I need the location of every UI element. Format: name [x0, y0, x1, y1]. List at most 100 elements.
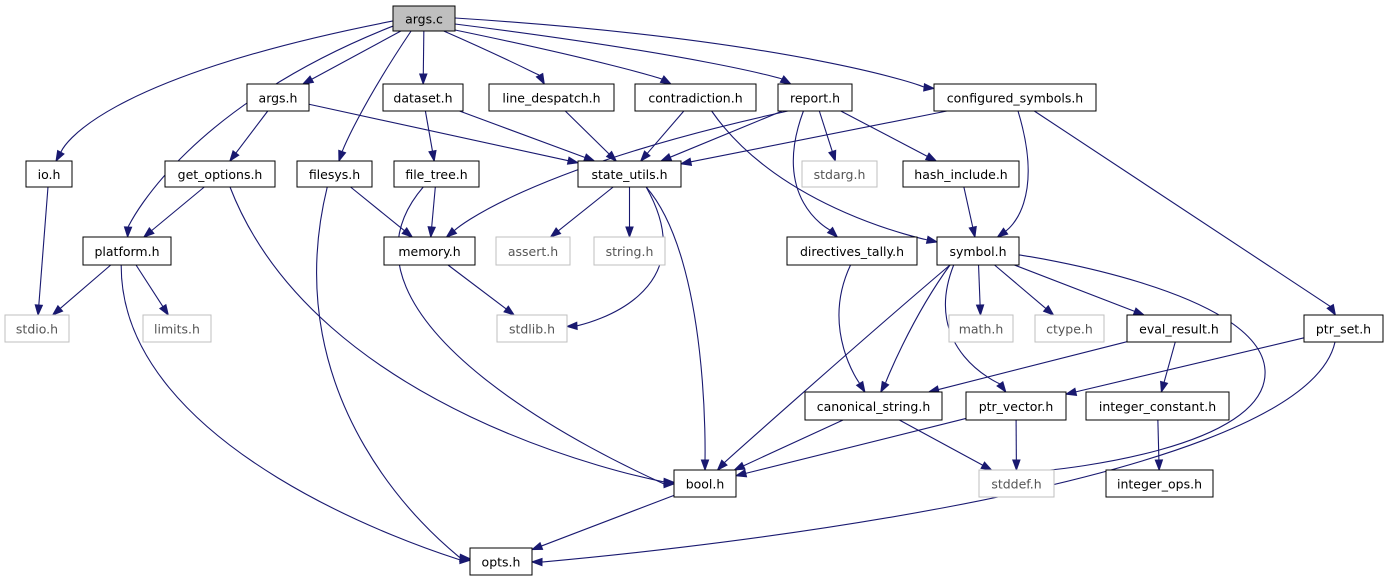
node-integer-constant-h[interactable]: integer_constant.h	[1085, 391, 1230, 421]
node-label: line_despatch.h	[502, 91, 600, 106]
edge-args-c-to-report-h	[454, 23, 793, 85]
edge-line	[723, 264, 951, 464]
node-dataset-h[interactable]: dataset.h	[382, 83, 464, 112]
edge-args-c-to-platform-h	[123, 25, 394, 239]
arrowhead	[716, 459, 728, 472]
edge-line	[341, 30, 412, 153]
node-box	[673, 469, 737, 498]
edge-line	[424, 110, 434, 152]
edge-line	[38, 186, 49, 306]
node-label: eval_result.h	[1139, 322, 1219, 337]
edge-line	[350, 186, 405, 232]
node-math-h: math.h	[948, 314, 1014, 343]
node-integer-ops-h[interactable]: integer_ops.h	[1105, 469, 1214, 498]
edge-line	[743, 419, 844, 467]
node-ptr-vector-h[interactable]: ptr_vector.h	[965, 391, 1067, 421]
node-label: state_utils.h	[591, 167, 667, 182]
node-stddef-h: stddef.h	[978, 469, 1055, 498]
edge-symbol-h-to-ptr-vector-h	[945, 264, 1007, 394]
node-label: limits.h	[154, 322, 200, 337]
node-args-h[interactable]: args.h	[246, 83, 310, 112]
arrowhead	[427, 226, 437, 239]
arrowhead	[123, 226, 133, 239]
node-state-utils-h[interactable]: state_utils.h	[577, 160, 682, 188]
node-label: filesys.h	[309, 167, 360, 182]
edge-report-h-to-hash-include-h	[840, 110, 938, 162]
node-eval-result-h[interactable]: eval_result.h	[1126, 314, 1232, 343]
edge-line	[670, 110, 783, 158]
node-directives-tally-h[interactable]: directives_tally.h	[786, 236, 918, 266]
arrowhead	[734, 469, 748, 478]
edge-line-despatch-h-to-state-utils-h	[564, 110, 618, 163]
node-report-h[interactable]: report.h	[777, 83, 853, 112]
arrowhead	[700, 459, 710, 472]
edge-line	[645, 186, 706, 461]
edge-line	[818, 110, 833, 152]
arrowhead	[828, 149, 837, 163]
node-label: string.h	[606, 244, 654, 259]
node-box	[801, 160, 878, 188]
arrowhead	[301, 75, 315, 85]
node-box	[25, 160, 73, 188]
node-box	[1105, 469, 1214, 498]
node-args-c[interactable]: args.c	[392, 5, 456, 32]
edge-platform-h-to-limits-h	[135, 264, 170, 317]
node-ptr-set-h[interactable]: ptr_set.h	[1303, 314, 1384, 343]
node-label: ptr_set.h	[1316, 322, 1371, 337]
edge-line	[59, 264, 112, 309]
arrowhead	[996, 227, 1009, 238]
node-label: contradiction.h	[648, 91, 742, 106]
edge-filesys-h-to-opts-h	[316, 186, 472, 563]
arrowhead	[639, 150, 651, 163]
edge-args-c-to-io-h	[55, 20, 394, 163]
node-filesys-h[interactable]: filesys.h	[296, 160, 373, 188]
arrowhead	[1064, 387, 1078, 396]
arrowhead	[55, 149, 65, 163]
arrowhead	[565, 321, 578, 331]
node-box	[1085, 391, 1230, 421]
edge-line	[60, 20, 394, 153]
node-stdio-h: stdio.h	[4, 314, 70, 343]
node-canonical-string-h[interactable]: canonical_string.h	[804, 391, 943, 421]
edge-hash-include-h-to-symbol-h	[963, 186, 977, 239]
node-line-despatch-h[interactable]: line_despatch.h	[488, 83, 615, 112]
node-label: ctype.h	[1046, 322, 1093, 337]
node-label: get_options.h	[178, 167, 263, 182]
edge-symbol-h-to-ctype-h	[994, 264, 1055, 316]
arrowhead	[924, 152, 938, 162]
edge-line	[884, 264, 951, 384]
edge-line	[454, 29, 663, 80]
node-stdarg-h: stdarg.h	[801, 160, 878, 188]
node-hash-include-h[interactable]: hash_include.h	[902, 160, 1020, 188]
edge-line	[311, 30, 402, 80]
node-io-h[interactable]: io.h	[25, 160, 73, 188]
edge-line	[1163, 341, 1176, 383]
edge-eval-result-h-to-canonical-string-h	[927, 341, 1128, 394]
node-box	[786, 236, 918, 266]
node-box	[383, 236, 476, 266]
node-platform-h[interactable]: platform.h	[82, 236, 172, 266]
edge-line	[229, 186, 665, 483]
edge-line	[745, 417, 967, 474]
arrowhead	[1326, 303, 1337, 317]
node-opts-h[interactable]: opts.h	[469, 547, 533, 576]
edge-line	[1014, 264, 1135, 312]
node-memory-h[interactable]: memory.h	[383, 236, 476, 266]
edge-line	[1075, 337, 1305, 393]
node-label: integer_ops.h	[1117, 477, 1202, 492]
node-configured-symbols-h[interactable]: configured_symbols.h	[933, 83, 1097, 112]
node-contradiction-h[interactable]: contradiction.h	[634, 83, 757, 112]
node-symbol-h[interactable]: symbol.h	[936, 236, 1020, 266]
edge-ptr-set-h-to-ptr-vector-h	[1064, 337, 1305, 396]
arrowhead	[51, 304, 64, 316]
node-file-tree-h[interactable]: file_tree.h	[393, 160, 480, 188]
edge-ptr-vector-h-to-bool-h	[734, 417, 967, 478]
edge-line	[235, 110, 269, 154]
arrowhead	[968, 225, 977, 239]
arrowhead	[996, 380, 1007, 394]
node-label: hash_include.h	[914, 167, 1007, 182]
edges-layer	[34, 17, 1337, 567]
node-get-options-h[interactable]: get_options.h	[164, 160, 276, 188]
node-bool-h[interactable]: bool.h	[673, 469, 737, 498]
node-box	[495, 236, 571, 266]
